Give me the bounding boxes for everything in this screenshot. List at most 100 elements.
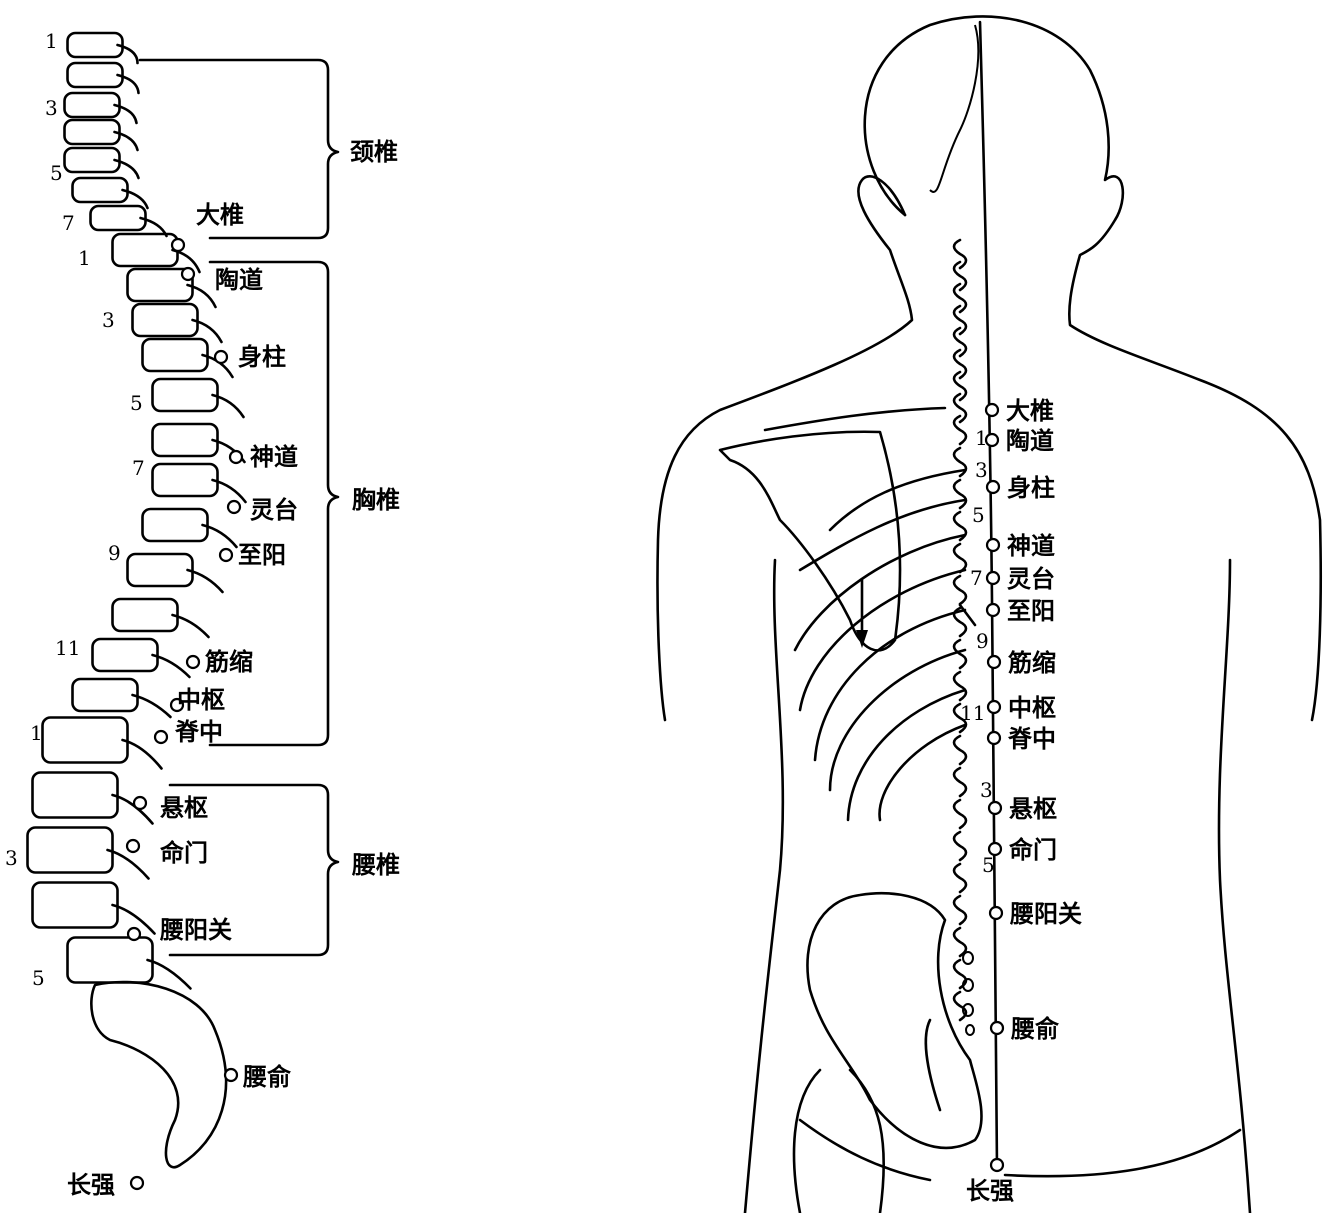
spinous-process: [211, 393, 245, 419]
spinous-process: [113, 158, 140, 180]
spinous-process: [151, 653, 191, 679]
vertebra-number: 9: [976, 629, 989, 653]
sacrum: [90, 980, 228, 1169]
region-brackets: [138, 58, 340, 957]
vertebra: [31, 881, 119, 929]
acupoint-marker: [185, 654, 201, 670]
vertebra: [952, 734, 968, 766]
acupoint-marker: [987, 841, 1003, 857]
vertebra: [952, 542, 968, 574]
governor-vessel-line: [978, 20, 999, 1170]
region-label-cervical: 颈椎: [350, 138, 398, 166]
vertebra: [126, 267, 194, 303]
vertebra-number: 1: [45, 29, 58, 53]
vertebra-number: 9: [108, 541, 121, 565]
vertebra: [952, 958, 968, 990]
acupoint-label-right: 脊中: [1007, 725, 1056, 753]
spinous-process: [121, 188, 149, 210]
acupoint-marker: [984, 432, 1000, 448]
spine-lateral-view: [26, 31, 247, 1169]
spinous-process: [111, 793, 154, 825]
spinous-process: [106, 848, 150, 880]
acupoint-label-left: 筋缩: [204, 648, 253, 676]
vertebra-number: 1: [975, 426, 988, 450]
spinous-process: [131, 693, 172, 719]
vertebra: [31, 771, 119, 819]
vertebra-number: 3: [45, 96, 58, 120]
acupoint-marker: [986, 730, 1002, 746]
bracket-lumbar: [168, 783, 340, 957]
acupoint-marker: [228, 449, 244, 465]
acupoint-label-left: 腰俞: [242, 1063, 292, 1091]
acupoint-label-left: 至阳: [238, 541, 286, 569]
vertebra: [66, 936, 154, 984]
vertebra: [111, 597, 179, 633]
vertebra: [952, 510, 968, 542]
vertebra: [952, 606, 968, 638]
spine-back-view: [952, 238, 968, 1022]
vertebra-number: 5: [972, 503, 985, 527]
vertebra: [952, 702, 968, 734]
acupoint-marker: [223, 1067, 239, 1083]
spinous-process: [201, 523, 238, 549]
acupoint-marker: [988, 905, 1004, 921]
acupoint-marker: [985, 570, 1001, 586]
acupoint-marker: [985, 479, 1001, 495]
acupoint-marker: [129, 1175, 145, 1191]
acupoint-marker: [985, 537, 1001, 553]
spinous-process: [113, 103, 138, 125]
vertebra: [131, 302, 199, 338]
region-label-lumbar: 腰椎: [351, 851, 400, 879]
vertebra: [952, 990, 968, 1022]
vertebra: [151, 377, 219, 413]
acupoint-label-right: 大椎: [1006, 397, 1054, 425]
vertebra: [952, 282, 968, 314]
vertebra: [141, 507, 209, 543]
vertebra: [89, 204, 147, 232]
vertebra: [952, 326, 968, 358]
vertebra-number: 5: [50, 161, 63, 185]
vertebra: [952, 926, 968, 958]
vertebra: [952, 766, 968, 798]
spinous-process: [171, 613, 210, 639]
acupoint-marker: [985, 602, 1001, 618]
spinous-process: [116, 43, 139, 65]
acupoint-label-left: 灵台: [250, 496, 298, 524]
acupoint-marker: [986, 699, 1002, 715]
vertebra: [952, 670, 968, 702]
spinous-process: [116, 73, 140, 95]
acupoint-label-left: 脊中: [174, 718, 223, 746]
spinous-process: [186, 568, 224, 594]
vertebra: [151, 422, 219, 458]
spinous-process: [191, 318, 223, 344]
vertebra: [952, 414, 968, 446]
vertebra-number: 7: [132, 456, 145, 480]
vertebra-number: 7: [970, 566, 983, 590]
vertebra: [952, 260, 968, 292]
bracket-thoracic: [208, 260, 340, 747]
acupoint-marker: [226, 499, 242, 515]
spinous-process: [186, 283, 217, 309]
vertebra: [952, 862, 968, 894]
acupoint-marker: [989, 1157, 1005, 1173]
acupoint-label-right: 命门: [1009, 836, 1057, 864]
vertebra: [952, 446, 968, 478]
acupoint-label-left: 大椎: [196, 201, 244, 229]
vertebra: [952, 238, 968, 270]
acupoint-label-left: 长强: [67, 1171, 115, 1199]
vertebra: [952, 574, 968, 606]
vertebra: [63, 91, 121, 119]
acupoint-marker: [126, 926, 142, 942]
acupoint-label-left: 神道: [250, 443, 298, 471]
vertebra: [952, 638, 968, 670]
vertebra: [952, 478, 968, 510]
bracket-cervical: [138, 58, 340, 240]
vertebra: [126, 552, 194, 588]
spinous-process: [113, 130, 139, 152]
body-back-outline: [656, 15, 1323, 1213]
vertebra: [71, 176, 129, 204]
region-label-thoracic: 胸椎: [352, 486, 400, 514]
acupoint-label-left: 身柱: [238, 343, 286, 371]
acupoint-marker: [984, 402, 1000, 418]
